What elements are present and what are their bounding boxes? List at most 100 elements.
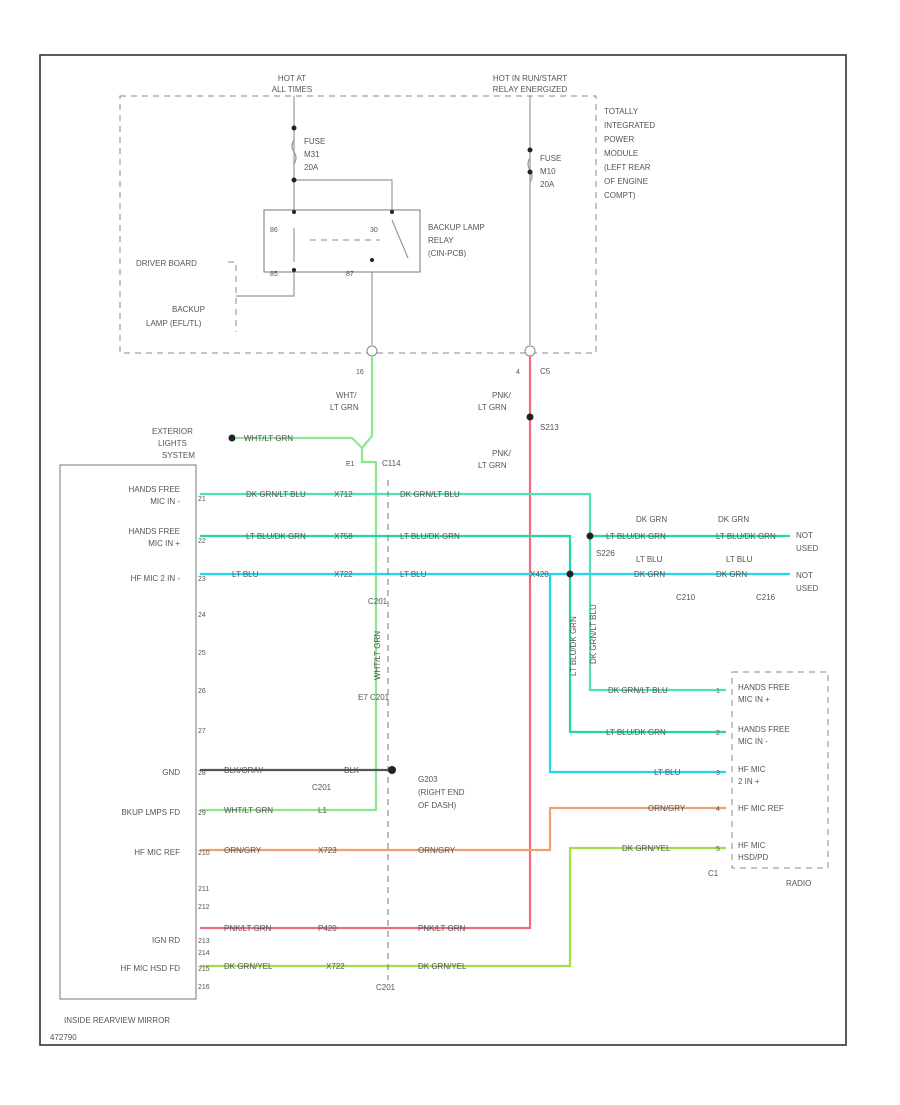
mirror-pin-number: 26 <box>198 688 206 695</box>
wire-wht-lt-grn <box>200 356 378 812</box>
label-p420: P420 <box>318 924 337 933</box>
svg-text:PNK/: PNK/ <box>492 449 511 458</box>
label-radio-lt-blu: LT BLU <box>654 768 681 777</box>
driver-board-bracket <box>228 261 237 332</box>
label-lt-blu-right: LT BLU <box>400 570 427 579</box>
label-not-used-2: NOT USED <box>796 571 818 593</box>
tipm-hot-in-run-label: HOT IN RUN/START RELAY ENERGIZED <box>493 74 568 94</box>
label-pnk-lt-grn-right: PNK/LT GRN <box>418 924 465 933</box>
label-pnk-lt-grn-upper: PNK/ LT GRN <box>478 391 511 412</box>
radio-pin-label-line2: 2 IN + <box>738 777 760 786</box>
label-c201-e7: E7 C201 <box>358 693 390 702</box>
label-blk: BLK <box>344 766 360 775</box>
svg-text:RELAY: RELAY <box>428 236 454 245</box>
label-g203: G203 (RIGHT END OF DASH) <box>418 775 465 810</box>
svg-text:HOT IN RUN/START: HOT IN RUN/START <box>493 74 567 83</box>
label-lt-blu-dk-grn-branch-2: LT BLU/DK GRN <box>716 532 776 541</box>
svg-text:BACKUP: BACKUP <box>172 305 205 314</box>
radio-pin-number: 3 <box>716 770 720 777</box>
label-pnk-lt-grn-lower: PNK/ LT GRN <box>478 449 511 470</box>
mirror-pin-number: 213 <box>198 938 210 945</box>
label-pnk-lt-grn-left: PNK/LT GRN <box>224 924 271 933</box>
label-s213: S213 <box>540 423 559 432</box>
fuse-m31: FUSE M31 20A <box>291 125 325 183</box>
label-dk-grn-lower-2: DK GRN <box>716 570 747 579</box>
svg-text:20A: 20A <box>304 163 319 172</box>
label-not-used-1: NOT USED <box>796 531 818 553</box>
label-vertical-dk-grn-lt-blu: DK GRN/LT BLU <box>589 604 598 664</box>
svg-text:85: 85 <box>270 271 278 278</box>
tipm-relay-86-to-board <box>236 272 295 297</box>
label-lt-blu-upper-1: LT BLU <box>636 555 663 564</box>
label-x712: X712 <box>334 490 353 499</box>
backup-lamp-relay-label: BACKUP LAMP RELAY (CIN-PCB) <box>428 223 485 258</box>
exterior-lights-label: EXTERIOR LIGHTS SYSTEM <box>152 427 195 460</box>
wire-lt-blu-dk-grn <box>200 534 726 734</box>
mirror-pin-number: 211 <box>198 886 209 893</box>
svg-text:INTEGRATED: INTEGRATED <box>604 121 655 130</box>
radio-pin-number: 1 <box>716 688 720 695</box>
svg-text:BACKUP LAMP: BACKUP LAMP <box>428 223 485 232</box>
label-radio-orn-gry: ORN/GRY <box>648 804 686 813</box>
svg-text:COMPT): COMPT) <box>604 191 636 200</box>
label-lt-blu-left: LT BLU <box>232 570 259 579</box>
radio-pin-number: 2 <box>716 730 720 737</box>
diagram-frame <box>39 54 847 1046</box>
label-radio-lt-blu-dk-grn: LT BLU/DK GRN <box>606 728 666 737</box>
svg-text:(LEFT REAR: (LEFT REAR <box>604 163 651 172</box>
label-orn-gry-left: ORN/GRY <box>224 846 262 855</box>
wire-wht-lt-grn-exterior <box>236 436 363 449</box>
label-x420: X420 <box>530 570 549 579</box>
splice-s222 <box>566 570 574 578</box>
label-dk-grn-1: DK GRN <box>636 515 667 524</box>
svg-text:USED: USED <box>796 584 818 593</box>
label-l1: L1 <box>318 806 327 815</box>
label-c210: C210 <box>676 593 696 602</box>
mirror-pin-number: 29 <box>198 810 206 817</box>
wire-pnk-lt-grn <box>200 356 532 930</box>
svg-text:C5: C5 <box>540 367 551 376</box>
svg-text:(RIGHT END: (RIGHT END <box>418 788 465 797</box>
label-lt-blu-dk-grn-branch-1: LT BLU/DK GRN <box>606 532 666 541</box>
svg-text:WHT/: WHT/ <box>336 391 357 400</box>
fuse-m10: FUSE M10 20A <box>527 147 561 189</box>
svg-text:NOT: NOT <box>796 531 813 540</box>
tipm-outline <box>119 95 597 354</box>
svg-text:(CIN-PCB): (CIN-PCB) <box>428 249 467 258</box>
radio-module <box>731 671 829 869</box>
svg-text:20A: 20A <box>540 180 555 189</box>
svg-text:87: 87 <box>346 271 354 278</box>
label-ext-wire: WHT/LT GRN <box>244 434 293 443</box>
wire-orn-gry <box>200 806 726 852</box>
svg-text:USED: USED <box>796 544 818 553</box>
svg-text:TOTALLY: TOTALLY <box>604 107 639 116</box>
label-dk-grn-yel-right: DK GRN/YEL <box>418 962 467 971</box>
splice-s226 <box>586 532 594 540</box>
footer-code: 472790 <box>50 1033 77 1042</box>
svg-text:PNK/: PNK/ <box>492 391 511 400</box>
mirror-pin-label: BKUP LMPS FD <box>121 808 180 817</box>
driver-board-label: DRIVER BOARD <box>136 259 197 268</box>
mirror-pin-number: 28 <box>198 770 206 777</box>
label-dk-grn-yel-left: DK GRN/YEL <box>224 962 273 971</box>
label-lt-blu-dk-grn-left: LT BLU/DK GRN <box>246 532 306 541</box>
mirror-pin-label: HF MIC HSD FD <box>120 964 180 973</box>
label-lt-blu-upper-2: LT BLU <box>726 555 753 564</box>
label-dk-grn-lt-blu-right: DK GRN/LT BLU <box>400 490 460 499</box>
svg-text:RELAY ENERGIZED: RELAY ENERGIZED <box>493 85 568 94</box>
label-c114: C114 <box>382 459 401 468</box>
mirror-pin-label-line2: MIC IN - <box>150 497 180 506</box>
label-orn-gry-right: ORN/GRY <box>418 846 456 855</box>
svg-text:FUSE: FUSE <box>540 154 561 163</box>
svg-text:30: 30 <box>370 227 378 234</box>
label-x722: X722 <box>334 570 353 579</box>
label-radio-dk-grn-lt-blu: DK GRN/LT BLU <box>608 686 668 695</box>
svg-text:86: 86 <box>270 227 278 234</box>
splice-s213 <box>526 413 534 421</box>
backup-lamp-board-label: BACKUP LAMP (EFL/TL) <box>146 305 205 328</box>
ground-g203 <box>388 766 396 774</box>
label-c201-bottom: C201 <box>376 983 396 992</box>
svg-text:M10: M10 <box>540 167 556 176</box>
radio-pin-label: HF MIC REF <box>738 804 784 813</box>
